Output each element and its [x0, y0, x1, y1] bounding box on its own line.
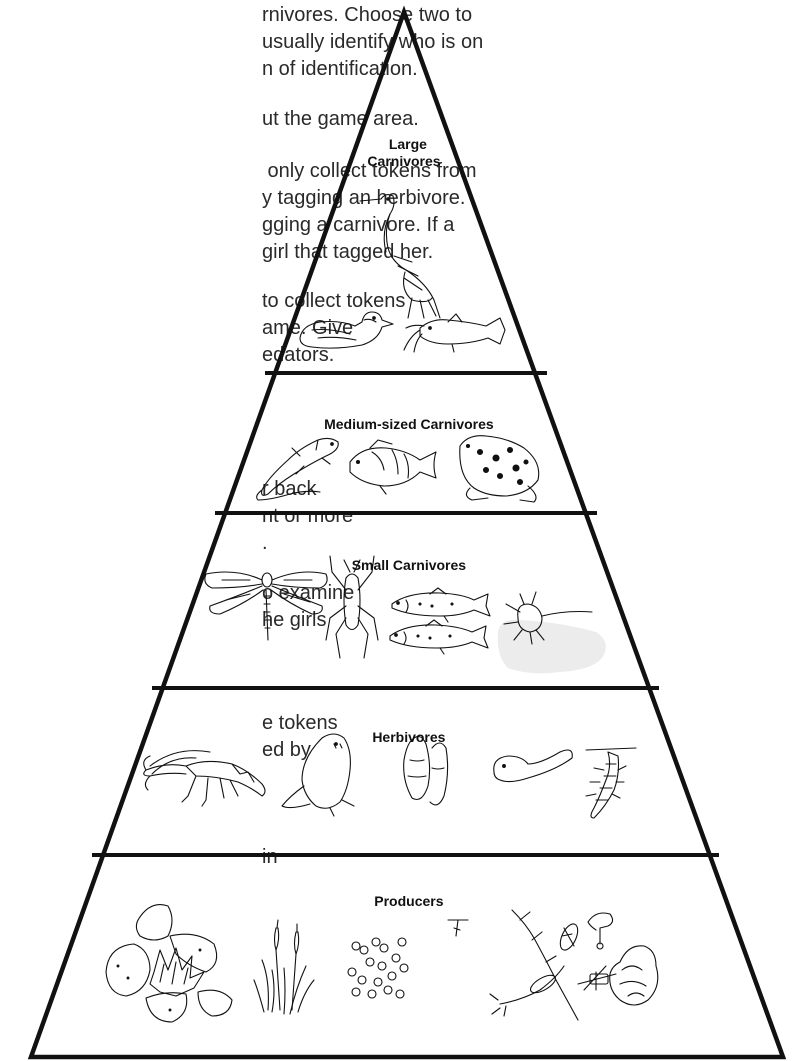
tadpole-icon — [494, 750, 572, 782]
level-label-producers: Producers — [330, 876, 480, 910]
water-mite-background — [498, 620, 606, 674]
level-label-text: Large Carnivores — [367, 136, 440, 169]
level-label-medium-carnivores: Medium-sized Carnivores — [270, 399, 540, 433]
level-label-text: Small Carnivores — [352, 557, 466, 573]
snail-icon — [404, 736, 448, 804]
catfish-icon — [404, 314, 505, 352]
plankton-icon — [490, 910, 658, 1020]
mosquito-larva-icon — [586, 748, 636, 818]
salamander-icon — [257, 438, 339, 500]
dragonfly-icon — [205, 572, 327, 640]
seed-icon — [448, 920, 468, 936]
beaver-icon — [282, 734, 354, 816]
level-label-text: Herbivores — [372, 729, 445, 745]
duck-icon — [300, 312, 393, 348]
cattail-icon — [254, 920, 314, 1014]
level-label-large-carnivores: Large Carnivores — [354, 119, 454, 170]
crayfish-icon — [144, 751, 265, 806]
frog-icon — [460, 436, 539, 502]
sunfish-icon — [350, 440, 436, 494]
level-label-small-carnivores: Small Carnivores — [290, 540, 520, 574]
heron-icon — [360, 195, 440, 318]
trout-icon — [390, 620, 488, 654]
trout-icon — [392, 588, 490, 622]
level-label-herbivores: Herbivores — [330, 712, 480, 746]
level-label-text: Medium-sized Carnivores — [324, 416, 494, 432]
duckweed-icon — [348, 938, 408, 998]
level-label-text: Producers — [374, 893, 443, 909]
water-lily-icon — [106, 905, 232, 1022]
